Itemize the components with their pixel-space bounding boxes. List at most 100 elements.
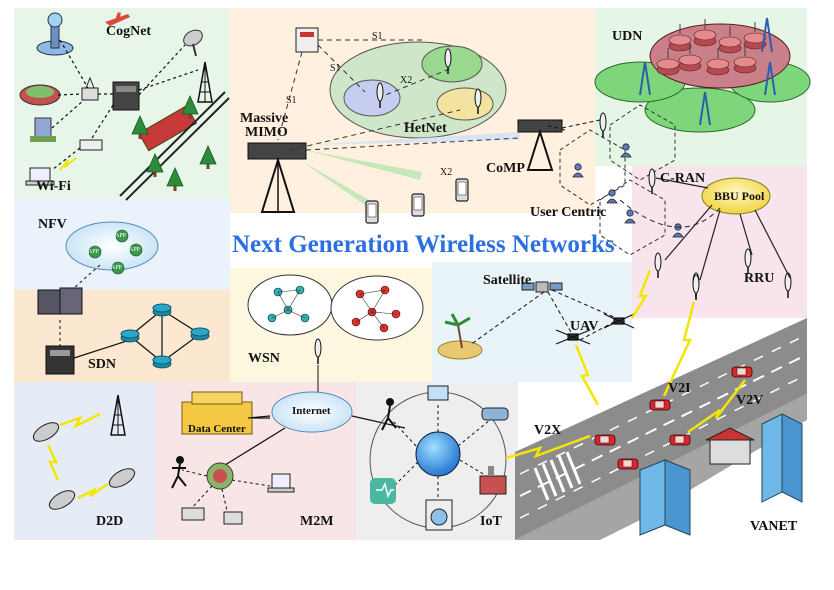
label-nfv: NFV	[38, 217, 67, 232]
d2d-phone-icon	[108, 468, 136, 488]
runner-icon	[171, 456, 187, 489]
car-icon	[731, 366, 753, 378]
label-m2m: M2M	[300, 514, 334, 529]
uav-icon-2	[603, 313, 635, 329]
house-icon	[705, 427, 755, 465]
label-cognet: CogNet	[106, 24, 152, 39]
d2d-phone-icon	[32, 422, 60, 442]
group-connectors	[544, 119, 601, 131]
car-icon	[594, 434, 616, 446]
cognet-server-icon	[112, 81, 140, 111]
label-bbu-pool: BBU Pool	[714, 189, 765, 203]
app-icons	[88, 229, 143, 275]
globe-icon	[415, 431, 461, 477]
car-icon	[649, 399, 671, 411]
label-wsn: WSN	[248, 351, 280, 366]
printer-icon	[181, 507, 205, 521]
uav-icon	[555, 329, 591, 345]
label-udn: UDN	[612, 29, 643, 44]
iot-car-icon	[481, 407, 509, 421]
cran-area	[559, 104, 792, 299]
cognet-links	[51, 39, 199, 171]
bbu-links	[655, 177, 791, 281]
car-icon	[617, 458, 639, 470]
label-uav: UAV	[570, 319, 599, 334]
sdn-controller-icon	[45, 345, 75, 375]
d2d-region	[14, 382, 156, 540]
d2d-area	[32, 394, 136, 510]
label-v2x: V2X	[534, 423, 562, 438]
udn-area	[594, 17, 811, 133]
hetnet-cell-blue	[343, 79, 401, 117]
massive-mimo-tower-icon	[247, 142, 307, 213]
user-icon	[606, 189, 618, 204]
satellite-icon	[521, 281, 563, 293]
wsn-cloud-right	[330, 275, 424, 341]
label-app-3: APP	[111, 265, 123, 271]
washing-machine-icon	[425, 499, 453, 531]
health-app-icon	[370, 478, 396, 504]
comp-tower-icon	[517, 119, 563, 171]
phone-icon	[455, 178, 469, 202]
car-icon	[669, 434, 691, 446]
label-app-1: APP	[88, 249, 100, 255]
wifi-router-icon	[79, 139, 103, 151]
island-icon	[437, 313, 483, 360]
nfv-area	[65, 221, 159, 296]
skyscraper-icon	[761, 413, 803, 503]
phone-icon	[411, 193, 425, 217]
label-s1-top: S1	[372, 31, 383, 42]
factory-icon	[479, 466, 507, 495]
bbu-uav-lightning	[630, 269, 652, 319]
label-mimo: MIMO	[245, 125, 288, 140]
mimo-area	[247, 27, 563, 224]
plane-icon	[105, 12, 130, 26]
m2m-area	[171, 391, 295, 525]
wsn-cloud-left	[247, 274, 333, 336]
label-s1-mid: S1	[330, 63, 341, 74]
laptop-icon	[25, 167, 55, 186]
label-d2d: D2D	[96, 514, 124, 529]
computer-icon	[427, 385, 449, 401]
label-hetnet: HetNet	[404, 121, 447, 136]
m2m-hub-icon	[206, 462, 234, 490]
label-iot: IoT	[480, 514, 502, 529]
label-vanet: VANET	[750, 519, 798, 534]
label-app-2: APP	[115, 233, 127, 239]
mimo-beam	[300, 160, 378, 210]
diagram-title: Next Generation Wireless Networks	[232, 231, 615, 258]
router-icon	[152, 355, 172, 369]
m2m-laptop-icon	[267, 473, 295, 493]
wsn-area	[247, 274, 424, 396]
mimo-server-icon	[295, 27, 319, 53]
stadium-icon	[19, 84, 61, 106]
hetnet-cell-yellow	[436, 87, 494, 121]
iot-v2x-lightning	[505, 434, 591, 460]
fax-icon	[223, 511, 243, 525]
label-app-4: APP	[129, 247, 141, 253]
label-wifi: Wi-Fi	[36, 179, 71, 194]
label-v2i: V2I	[668, 381, 691, 396]
skyscraper-icon	[639, 459, 691, 536]
router-icon	[120, 329, 140, 343]
internet-cloud	[271, 391, 353, 433]
label-v2v: V2V	[736, 393, 764, 408]
label-cran: C-RAN	[660, 171, 706, 186]
label-satellite: Satellite	[483, 273, 532, 288]
vanet-area	[594, 274, 803, 536]
label-x2-hetnet: X2	[400, 75, 413, 86]
uav-link-lightning	[574, 344, 600, 406]
phone-icon	[365, 200, 379, 224]
satellite-dish-icon	[183, 29, 203, 57]
d2d-phone-icon	[48, 490, 76, 510]
label-x2-comp: X2	[440, 167, 453, 178]
bbu-dashed-link	[619, 199, 721, 228]
label-rru: RRU	[744, 271, 775, 286]
label-user-centric: User Centric	[530, 205, 607, 220]
nfv-cloud	[65, 221, 159, 271]
label-massive: Massive	[240, 111, 289, 126]
satellite-area	[437, 269, 652, 406]
building-icon	[30, 117, 56, 142]
sdn-area	[37, 287, 210, 375]
